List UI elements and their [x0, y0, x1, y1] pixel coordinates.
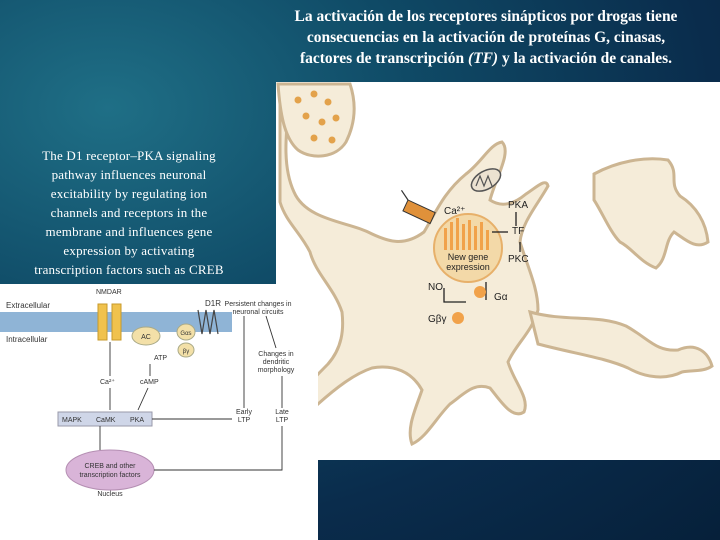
dendrite-branch	[592, 157, 710, 270]
gene-bar	[444, 228, 447, 250]
arrow-camp-pka	[137, 387, 149, 411]
slide-title: La activación de los receptores sináptic…	[254, 6, 718, 69]
nucleus-ellipse	[65, 449, 155, 491]
bg-protein	[177, 342, 195, 358]
pathway-svg: Extracellular Intracellular NMDAR D1R AC…	[0, 289, 295, 498]
label-camk: CaMK	[96, 417, 116, 424]
gene-bars	[444, 218, 489, 250]
mitochondrion	[470, 168, 502, 192]
label-camp: cAMP	[140, 379, 159, 386]
label-creb-2: transcription factors	[79, 472, 141, 479]
nmdar-left	[97, 303, 108, 341]
label-pka: PKA	[130, 417, 144, 424]
gene-expression: New gene expression	[433, 213, 503, 283]
gene-label-line-2: expression	[446, 262, 490, 272]
gene-bar	[450, 222, 453, 250]
label-bg: βγ	[183, 349, 189, 355]
label-atp: ATP	[154, 355, 167, 362]
ac-enzyme	[131, 326, 161, 346]
vesicles	[294, 90, 340, 144]
vesicle	[318, 118, 326, 126]
neuron-label-ca: Ca²⁺	[444, 206, 465, 217]
pathway-arrows	[99, 315, 283, 471]
g-protein	[474, 286, 486, 298]
title-line-3-end: y la activación de canales.	[498, 50, 673, 67]
arrow-no	[443, 288, 466, 303]
gene-bar	[480, 222, 483, 250]
label-gas: Gαs	[180, 331, 191, 337]
arrow-changes-persistent	[265, 315, 277, 349]
label-late-2: LTP	[276, 417, 289, 424]
d1r-receptor	[197, 309, 219, 335]
title-line-3: factores de transcripción (TF) y la acti…	[254, 48, 718, 69]
caption-line-5: membrane and influences gene	[45, 224, 213, 239]
nmdar-right	[111, 303, 122, 341]
neuron-label-pkc: PKC	[508, 254, 529, 265]
neuron-label-no: NO	[428, 282, 443, 293]
label-d1r: D1R	[205, 299, 221, 308]
signal-arrows	[443, 212, 521, 303]
vesicle	[310, 90, 318, 98]
label-changes-1: Changes in	[258, 351, 294, 358]
caption-line-3: excitability by regulating ion	[50, 186, 208, 201]
label-changes-2: dendritic	[263, 359, 290, 366]
caption-line-2: pathway influences neuronal	[51, 167, 207, 182]
title-tf-abbrev: (TF)	[467, 50, 499, 67]
label-persistent-2: neuronal circuits	[233, 309, 284, 316]
label-persistent-1: Persistent changes in	[225, 301, 292, 308]
vesicle	[294, 96, 302, 104]
label-early-2: LTP	[238, 417, 251, 424]
gene-label-line-1: New gene	[448, 252, 489, 262]
label-intracellular: Intracellular	[6, 335, 48, 344]
g-protein-subunit	[452, 312, 464, 324]
channel-body	[402, 199, 436, 225]
neuron-label-tf: TF	[512, 226, 524, 237]
vesicle	[328, 136, 336, 144]
caption-text: The D1 receptor–PKA signaling pathway in…	[4, 146, 254, 279]
pathway-diagram: Extracellular Intracellular NMDAR D1R AC…	[0, 284, 318, 540]
label-ca: Ca²⁺	[100, 378, 115, 386]
neuron-svg: Ca²⁺ PKA TF PKC New gene expression	[276, 82, 714, 447]
label-ac: AC	[141, 334, 151, 341]
label-late-1: Late	[275, 409, 289, 416]
gas-protein	[176, 323, 196, 341]
neuron-label-ga: Gα	[494, 292, 508, 303]
dendrite-branch	[527, 309, 714, 379]
mitochondrion-cristae	[475, 174, 493, 188]
caption-line-6: expression by activating	[63, 243, 195, 258]
title-line-1: La activación de los receptores sináptic…	[294, 8, 678, 25]
caption-line-4: channels and receptors in the	[50, 205, 208, 220]
label-mapk: MAPK	[62, 417, 82, 424]
vesicle	[332, 114, 340, 122]
neuron-label-pka: PKA	[508, 200, 528, 211]
ion-channel	[400, 190, 436, 225]
caption-line-1: The D1 receptor–PKA signaling	[42, 148, 216, 163]
label-early-1: Early	[236, 409, 252, 416]
caption-line-7: transcription factors such as CREB	[34, 262, 224, 277]
gene-bar	[486, 230, 489, 250]
neuron-diagram: Ca²⁺ PKA TF PKC New gene expression	[276, 82, 720, 460]
vesicle	[302, 112, 310, 120]
gene-bar	[456, 218, 459, 250]
title-line-2: consecuencias en la activación de proteí…	[306, 29, 666, 46]
label-creb-1: CREB and other	[85, 463, 137, 470]
label-nmdar: NMDAR	[96, 289, 122, 296]
label-changes-3: morphology	[258, 367, 295, 374]
vesicle	[324, 98, 332, 106]
gene-bar	[462, 224, 465, 250]
gene-bar	[468, 220, 471, 250]
label-nucleus: Nucleus	[97, 491, 123, 498]
neuron-label-gby: Gβγ	[428, 314, 447, 325]
label-extracellular: Extracellular	[6, 301, 50, 310]
channel-arrow	[400, 190, 409, 201]
title-line-3-start: factores de transcripción	[299, 50, 468, 67]
arrow-nucleus-late	[154, 426, 283, 471]
vesicle	[310, 134, 318, 142]
gene-bar	[474, 226, 477, 250]
